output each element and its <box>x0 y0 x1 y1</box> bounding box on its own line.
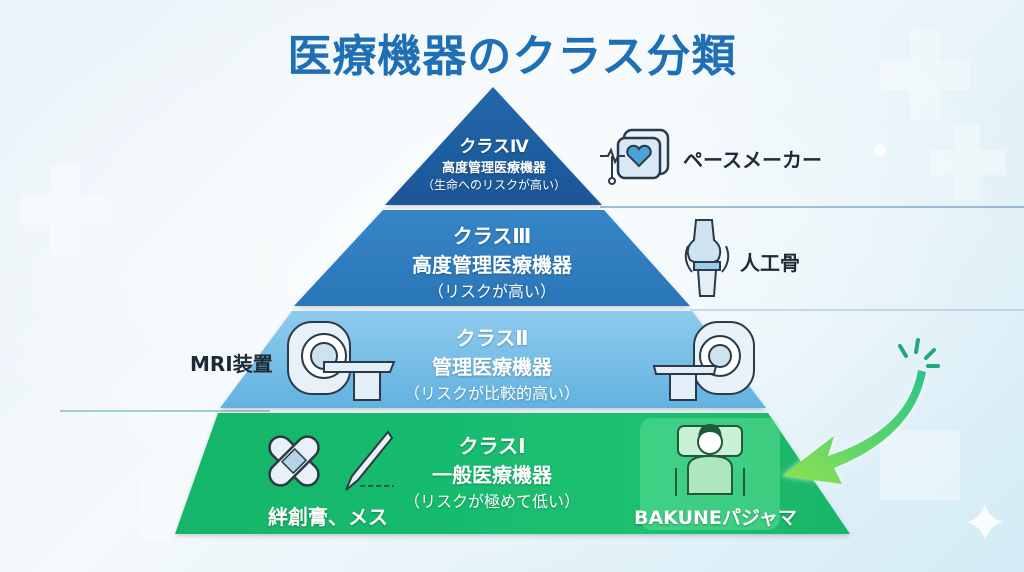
sleeping-person-icon <box>675 424 745 496</box>
tier-class1-text: クラスⅠ 一般医療機器 （リスクが極めて低い） <box>392 430 592 512</box>
mri-scanner-icon <box>287 321 396 401</box>
artificial-knee-joint-icon <box>684 219 730 297</box>
risk-label: （リスクが極めて低い） <box>403 492 580 511</box>
category-label: 一般医療機器 <box>432 463 552 487</box>
tier-class3-text: クラスⅢ 高度管理医療機器 （リスクが高い） <box>392 220 592 302</box>
risk-label: （生命へのリスクが高い） <box>421 178 566 192</box>
tier-class4-text: クラスⅣ 高度管理医療機器 （生命へのリスクが高い） <box>400 132 588 193</box>
pacemaker-icon <box>600 128 670 185</box>
page-title: 医療機器のクラス分類 <box>287 31 737 82</box>
category-label: 管理医療機器 <box>432 355 552 379</box>
category-label: 高度管理医療機器 <box>412 253 572 277</box>
example-label-pacemaker: ペースメーカー <box>683 148 822 172</box>
class-label: クラスⅢ <box>452 224 532 248</box>
example-label-mri: MRI装置 <box>190 352 273 376</box>
class-label: クラスⅡ <box>455 326 529 350</box>
example-label-bandage-scalpel: 絆創膏、メス <box>268 505 388 529</box>
class-label: クラスⅠ <box>458 434 526 458</box>
tier-class3-shape <box>294 210 690 306</box>
category-label: 高度管理医療機器 <box>441 161 546 176</box>
example-label-artificial-bone: 人工骨 <box>740 251 800 275</box>
tier-class2-text: クラスⅡ 管理医療機器 （リスクが比較的高い） <box>392 322 592 404</box>
risk-label: （リスクが高い） <box>427 282 556 301</box>
risk-label: （リスクが比較的高い） <box>403 384 580 403</box>
bandage-scalpel-icon <box>268 430 394 491</box>
highlight-arrow-icon <box>782 338 940 484</box>
mri-scanner-icon <box>652 321 755 401</box>
class-label: クラスⅣ <box>459 137 529 157</box>
tier-class4-shape <box>385 87 602 205</box>
example-label-bakune-pajama: BAKUNEパジャマ <box>634 507 797 529</box>
